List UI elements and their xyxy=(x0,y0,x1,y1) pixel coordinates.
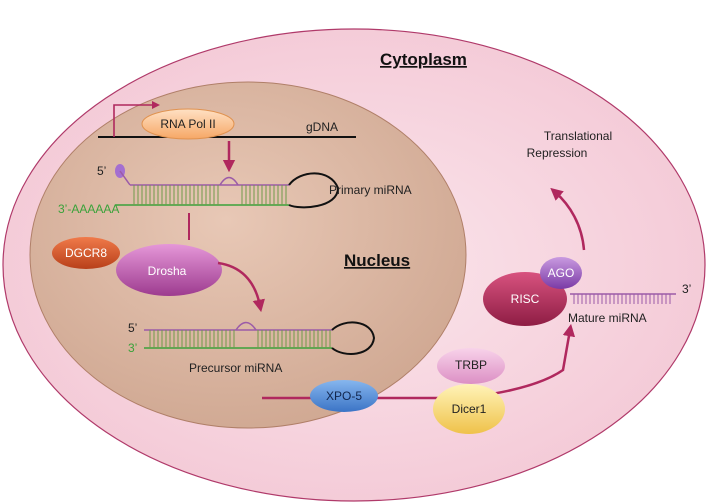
risc-label: RISC xyxy=(511,292,540,306)
promoter-arrow-icon xyxy=(113,101,160,137)
rna-pol-ii-label: RNA Pol II xyxy=(160,117,215,131)
cleavage-arrow xyxy=(217,261,265,313)
gdna-label: gDNA xyxy=(306,120,338,134)
primary-five-prime: 5’ xyxy=(97,164,106,178)
dgcr8-label: DGCR8 xyxy=(65,246,107,260)
drosha-label: Drosha xyxy=(148,264,187,278)
mature-bases xyxy=(573,294,671,304)
outcome-line1: Translational xyxy=(544,129,612,143)
dicer1 xyxy=(433,384,505,434)
cytoplasm-label: Cytoplasm xyxy=(380,50,467,69)
repression-arrow xyxy=(550,187,586,251)
precursor-mirna-label: Precursor miRNA xyxy=(189,361,282,375)
precursor-mirna xyxy=(144,321,376,355)
precursor-three-prime: 3’ xyxy=(128,341,137,355)
dicer1-label: Dicer1 xyxy=(452,402,487,416)
rna-pol-ii xyxy=(141,108,235,140)
trbp-label: TRBP xyxy=(455,358,487,372)
dgcr8 xyxy=(52,237,120,269)
primary-base-pairs xyxy=(133,185,287,205)
outcome-line2: Repression xyxy=(527,146,588,160)
precursor-five-prime: 5’ xyxy=(128,321,137,335)
primary-tail: 3’-AAAAAA xyxy=(58,202,119,216)
nucleus xyxy=(29,81,467,429)
primary-mirna-label: Primary miRNA xyxy=(329,183,412,197)
drosha xyxy=(116,244,222,296)
mature-mirna-label: Mature miRNA xyxy=(568,311,647,325)
risc xyxy=(483,272,567,326)
ago-label: AGO xyxy=(548,266,575,280)
xpo5-label: XPO-5 xyxy=(326,389,362,403)
xpo5 xyxy=(310,380,378,412)
mature-three-prime: 3’ xyxy=(682,282,691,296)
ago xyxy=(540,257,582,289)
primary-mirna xyxy=(115,164,340,209)
precursor-base-pairs xyxy=(149,330,331,348)
trbp xyxy=(437,348,505,384)
nucleus-label: Nucleus xyxy=(344,251,410,270)
